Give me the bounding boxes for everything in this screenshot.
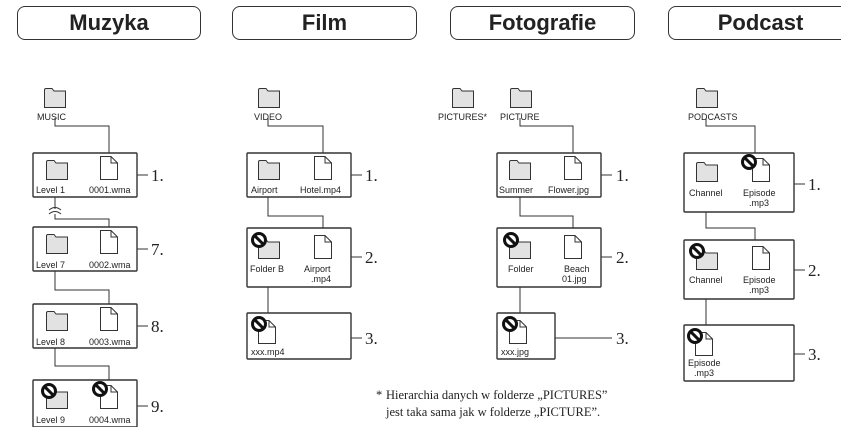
film-row-3-file-label: xxx.mp4	[251, 347, 285, 357]
film-row-2-folder-label: Folder B	[250, 264, 284, 274]
film-row-1-folder-label: Airport	[251, 185, 278, 195]
prohibited-icon	[687, 328, 703, 344]
file-icon	[314, 156, 332, 180]
podcast-row-1-number: 1.	[808, 175, 821, 194]
footnote-star: *	[376, 388, 383, 402]
podcast-row-3-file-label: Episode.mp3	[688, 358, 721, 378]
prohibited-icon	[251, 316, 267, 332]
folder-icon	[46, 311, 68, 331]
music-row-7-folder-label: Level 7	[36, 260, 65, 270]
podcast-row-2-number: 2.	[808, 261, 821, 280]
film-row-2-number: 2.	[365, 248, 378, 267]
footnote: * Hierarchia danych w folderze „PICTURES…	[376, 387, 746, 421]
photo-root-folder-icon	[510, 88, 532, 108]
file-icon	[564, 156, 582, 180]
film-row-1-file-label: Hotel.mp4	[300, 185, 341, 195]
prohibited-icon	[92, 381, 108, 397]
file-icon	[314, 235, 332, 259]
file-icon	[100, 156, 118, 180]
music-row-7-file-label: 0002.wma	[89, 260, 131, 270]
photo-row-3-number: 3.	[616, 329, 629, 348]
file-icon	[752, 246, 770, 270]
music-row-8-file-label: 0003.wma	[89, 337, 131, 347]
music-root-label: MUSIC	[37, 112, 67, 122]
footnote-line-1: Hierarchia danych w folderze „PICTURES”	[386, 388, 608, 402]
folder-icon	[46, 160, 68, 180]
podcast-column: PODCASTS Channel Episode.mp3 1. Channel …	[683, 88, 821, 382]
music-row-8-number: 8.	[151, 317, 164, 336]
header-podcast: Podcast	[668, 6, 841, 40]
photo-root-alt-label: PICTURES*	[438, 112, 488, 122]
music-row-9-folder-label: Level 9	[36, 415, 65, 425]
podcast-row-1-box	[683, 152, 795, 213]
music-root-folder-icon	[44, 88, 66, 108]
film-root-folder-icon	[258, 88, 280, 108]
music-row-1-file-label: 0001.wma	[89, 185, 131, 195]
folder-icon	[46, 234, 68, 254]
header-photo: Fotografie	[450, 6, 635, 40]
photo-row-2-number: 2.	[616, 248, 629, 267]
podcast-row-2-file-label: Episode.mp3	[743, 275, 776, 295]
podcast-row-2-folder-label: Channel	[689, 275, 723, 285]
header-film: Film	[232, 6, 417, 40]
file-icon	[564, 235, 582, 259]
podcast-row-1-folder-label: Channel	[689, 188, 723, 198]
pictures-alt-folder-icon	[452, 88, 474, 108]
break-mark-icon	[48, 207, 62, 215]
prohibited-icon	[502, 316, 518, 332]
header-music: Muzyka	[17, 6, 201, 40]
photo-row-1-folder-label: Summer	[499, 185, 533, 195]
film-row-1-number: 1.	[365, 166, 378, 185]
prohibited-icon	[503, 232, 519, 248]
music-row-9-file-label: 0004.wma	[89, 415, 131, 425]
podcast-row-1-file-label: Episode.mp3	[743, 188, 776, 208]
photo-row-3-file-label: xxx.jpg	[501, 347, 529, 357]
music-row-8-folder-label: Level 8	[36, 337, 65, 347]
podcast-row-3-number: 3.	[808, 345, 821, 364]
photo-column: PICTURES* PICTURE Summer Flower.jpg 1. F…	[438, 88, 629, 360]
footnote-line-2: jest taka sama jak w folderze „PICTURE”.	[386, 405, 601, 419]
folder-icon	[696, 162, 718, 182]
folder-icon	[258, 160, 280, 180]
film-row-2-file-label: Airport.mp4	[304, 264, 331, 284]
file-icon	[100, 230, 118, 254]
music-row-9-number: 9.	[151, 397, 164, 416]
prohibited-icon	[251, 232, 267, 248]
photo-root-label: PICTURE	[500, 112, 540, 122]
photo-row-2-folder-label: Folder	[508, 264, 534, 274]
film-column: VIDEO Airport Hotel.mp4 1. Folder B Airp…	[246, 88, 378, 360]
photo-row-1-file-label: Flower.jpg	[548, 185, 589, 195]
file-icon	[100, 307, 118, 331]
film-root-label: VIDEO	[254, 112, 282, 122]
music-row-7-number: 7.	[151, 240, 164, 259]
music-row-1-number: 1.	[151, 166, 164, 185]
photo-row-1-number: 1.	[616, 166, 629, 185]
prohibited-icon	[41, 383, 57, 399]
prohibited-icon	[741, 154, 757, 170]
prohibited-icon	[689, 243, 705, 259]
music-row-1-folder-label: Level 1	[36, 185, 65, 195]
folder-icon	[509, 160, 531, 180]
podcast-root-folder-icon	[696, 88, 718, 108]
podcast-root-label: PODCASTS	[688, 112, 738, 122]
film-row-3-number: 3.	[365, 329, 378, 348]
music-column: MUSIC Level 1 0001.wma 1. Level 7 0002.w…	[32, 88, 164, 427]
